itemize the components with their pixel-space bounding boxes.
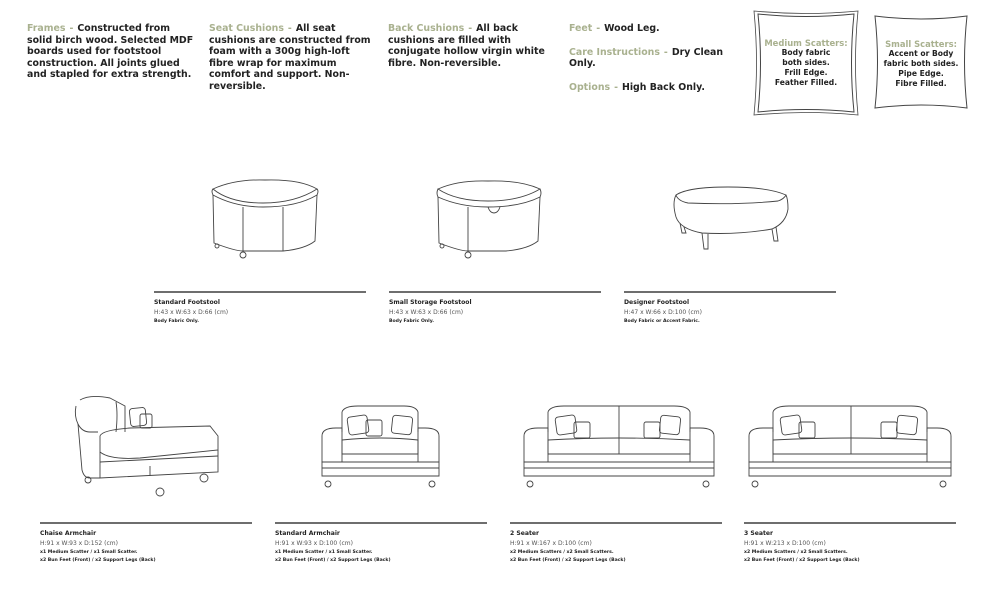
product-name: Chaise Armchair [40, 530, 97, 537]
back-cushions-text: All back cushions are filled with conjug… [388, 23, 545, 69]
product-dimensions: H:47 x W:66 x D:100 (cm) [624, 309, 702, 316]
options-spec: Options-High Back Only. [569, 81, 705, 93]
feet-note: x2 Bun Feet (Front) / x2 Support Legs (B… [275, 558, 391, 563]
scatter-note: x2 Medium Scatters / x2 Small Scatters. [744, 550, 848, 555]
chaise-armchair-item: Chaise Armchair H:91 x W:93 x D:152 (cm)… [40, 522, 252, 563]
product-name: Standard Armchair [275, 530, 340, 537]
feet-note: x2 Bun Feet (Front) / x2 Support Legs (B… [510, 558, 626, 563]
divider [40, 522, 252, 524]
two-seater-item: 2 Seater H:91 x W:167 x D:100 (cm) x2 Me… [510, 522, 722, 563]
scatter-note: x1 Medium Scatter / x1 Small Scatter. [40, 550, 138, 555]
product-note: Body Fabric Only. [154, 319, 200, 324]
medium-scatter-cushion: Medium Scatters: Body fabric both sides.… [752, 10, 860, 116]
standard-footstool-item: Standard Footstool H:43 x W:63 x D:66 (c… [154, 291, 366, 324]
product-name: Designer Footstool [624, 299, 690, 306]
medium-scatter-title: Medium Scatters: [764, 38, 848, 48]
product-dimensions: H:91 x W:93 x D:152 (cm) [40, 540, 118, 547]
designer-footstool-drawing [673, 186, 789, 250]
frames-spec: Frames-Constructed from solid birch wood… [27, 23, 194, 81]
small-cushion-outline [874, 15, 968, 109]
small-storage-footstool-item: Small Storage Footstool H:43 x W:63 x D:… [389, 291, 601, 324]
designer-footstool-item: Designer Footstool H:47 x W:66 x D:100 (… [624, 291, 836, 324]
medium-cushion-outline [753, 10, 859, 116]
frames-text: Constructed from solid birch wood. Selec… [27, 23, 194, 81]
divider [275, 522, 487, 524]
divider [389, 291, 601, 293]
scatter-note: x2 Medium Scatters / x2 Small Scatters. [510, 550, 614, 555]
divider [624, 291, 836, 293]
divider [510, 522, 722, 524]
three-seater-item: 3 Seater H:91 x W:213 x D:100 (cm) x2 Me… [744, 522, 956, 563]
feet-note: x2 Bun Feet (Front) / x2 Support Legs (B… [744, 558, 860, 563]
care-spec: Care Instructions-Dry Clean Only. [569, 46, 724, 70]
standard-armchair-drawing [321, 405, 440, 488]
small-scatter-cushion: Small Scatters: Accent or Body fabric bo… [872, 14, 970, 110]
misc-spec: Feet-Wood Leg. Care Instructions-Dry Cle… [569, 23, 749, 105]
frames-label: Frames [27, 23, 66, 34]
standard-armchair-item: Standard Armchair H:91 x W:93 x D:100 (c… [275, 522, 487, 563]
standard-footstool-drawing [211, 179, 319, 259]
product-dimensions: H:91 x W:213 x D:100 (cm) [744, 540, 826, 547]
back-cushions-spec: Back Cushions-All back cushions are fill… [388, 23, 545, 69]
seat-cushions-spec: Seat Cushions-All seat cushions are cons… [209, 23, 371, 92]
product-note: Body Fabric Only. [389, 319, 435, 324]
two-seater-drawing [523, 405, 715, 488]
product-name: Small Storage Footstool [389, 299, 472, 306]
three-seater-drawing [748, 405, 952, 488]
divider [154, 291, 366, 293]
product-dimensions: H:43 x W:63 x D:66 (cm) [389, 309, 464, 316]
feet-spec: Feet-Wood Leg. [569, 23, 660, 34]
chaise-armchair-drawing [74, 395, 219, 497]
scatter-note: x1 Medium Scatter / x1 Small Scatter. [275, 550, 373, 555]
product-note: Body Fabric or Accent Fabric. [624, 319, 700, 324]
seat-cushions-text: All seat cushions are constructed from f… [209, 23, 371, 92]
product-dimensions: H:91 x W:93 x D:100 (cm) [275, 540, 353, 547]
feet-note: x2 Bun Feet (Front) / x2 Support Legs (B… [40, 558, 156, 563]
product-dimensions: H:43 x W:63 x D:66 (cm) [154, 309, 229, 316]
product-name: 2 Seater [510, 530, 540, 537]
seat-cushions-label: Seat Cushions [209, 23, 284, 34]
small-scatter-title: Small Scatters: [885, 39, 957, 49]
product-dimensions: H:91 x W:167 x D:100 (cm) [510, 540, 592, 547]
back-cushions-label: Back Cushions [388, 23, 465, 34]
divider [744, 522, 956, 524]
small-storage-footstool-drawing [436, 180, 542, 259]
product-name: Standard Footstool [154, 299, 220, 306]
product-name: 3 Seater [744, 530, 774, 537]
